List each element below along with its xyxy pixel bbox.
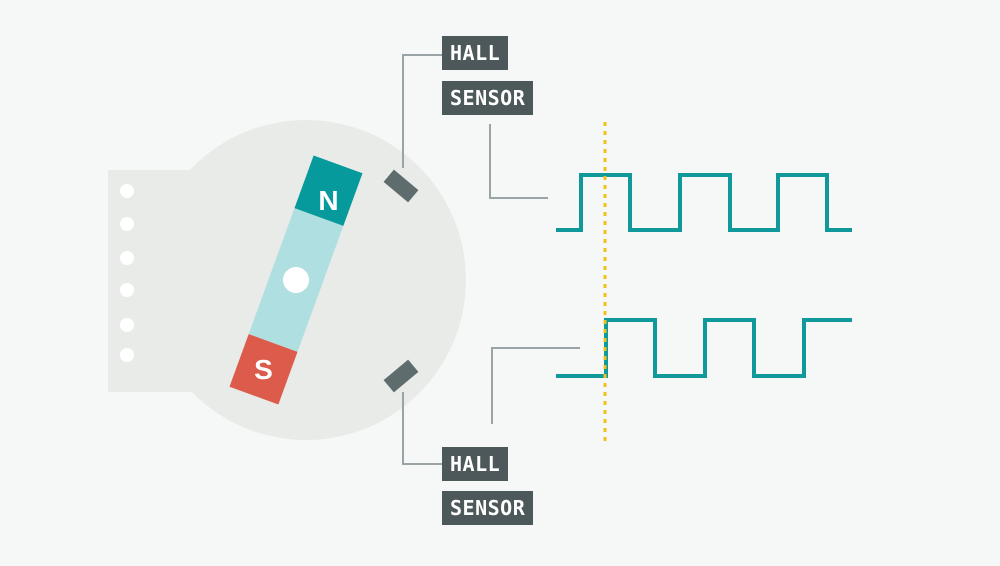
mount-hole [120,217,134,231]
signal-wave-top [556,173,852,232]
mount-holes [120,184,134,362]
signal-waves [556,173,852,378]
hall-sensor-bottom [383,359,419,393]
top-sensor-label-line1: HALL [442,36,509,70]
leader-line-bottom-sensor [402,392,442,465]
mount-hole [120,184,134,198]
north-label: N [318,185,338,216]
leader-line-top-sensor [402,54,442,168]
bottom-sensor-label-line1: HALL [442,447,509,481]
bar-magnet: N S [229,155,363,405]
top-sensor-label-line2: SENSOR [442,81,534,115]
north-pole [294,155,363,226]
mount-hole [120,251,134,265]
leader-lines [402,54,580,465]
signal-wave-bottom [556,318,852,378]
south-pole [229,334,298,405]
leader-line-top-wave [489,124,548,199]
hall-sensor-top [383,169,419,203]
south-label: S [254,354,273,385]
mount-hole [120,318,134,332]
rotor-shaft [283,267,309,293]
mount-hole [120,348,134,362]
mount-hole [120,283,134,297]
leader-line-bottom-wave [491,347,580,424]
bottom-sensor-label-line2: SENSOR [442,491,534,525]
